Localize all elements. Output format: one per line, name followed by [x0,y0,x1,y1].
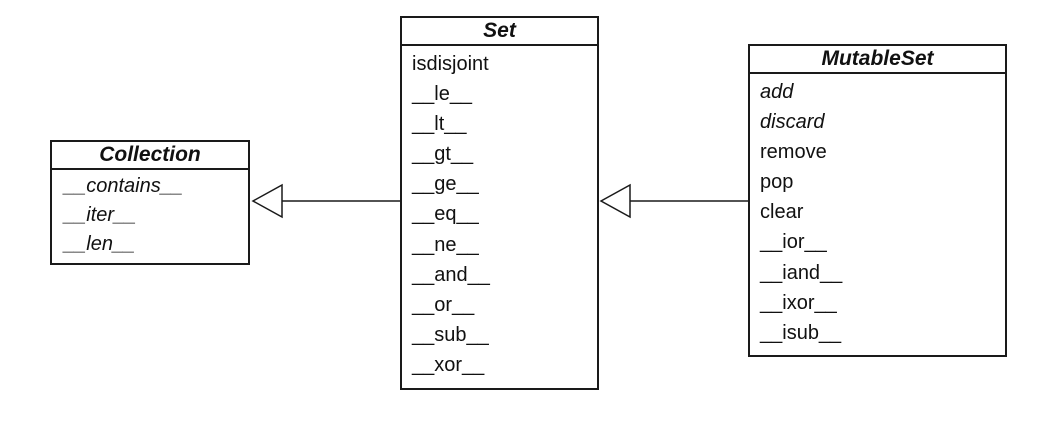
member-list-set: isdisjoint __le__ __lt__ __gt__ __ge__ __eq__… [402,46,597,380]
set-member: __gt__ [412,143,474,166]
set-member: __lt__ [412,113,467,136]
mutableset-member: remove [760,141,827,164]
set-member: __or__ [412,293,475,316]
class-name-collection: Collection [52,142,248,170]
collection-member: __contains__ [64,175,183,197]
set-member: __eq__ [412,203,479,226]
inheritance-set-to-collection [251,183,400,219]
mutableset-member: __ior__ [760,231,827,254]
mutableset-member: add [760,81,794,103]
set-member: __ne__ [412,233,479,256]
set-member: __and__ [412,263,490,286]
mutableset-member: __ixor__ [760,291,837,314]
class-name-mutableset: MutableSet [750,46,1005,74]
mutableset-member: clear [760,201,804,224]
collection-member: __iter__ [64,204,137,226]
member-list-mutableset: add discard remove pop clear __ior__ __iand__ _… [750,74,1005,348]
mutableset-member: pop [760,171,794,194]
inheritance-mutableset-to-set [599,183,748,219]
mutableset-member: discard [760,111,825,134]
class-name-set: Set [402,18,597,46]
set-member: __ge__ [412,173,479,196]
inheritance-arrowhead-collection [251,183,283,219]
mutableset-member: __isub__ [760,321,842,344]
set-member: __xor__ [412,353,485,376]
set-member: __sub__ [412,323,489,346]
class-box-collection: Collection __contains__ __iter__ __len__ [50,140,250,265]
set-member: isdisjoint [412,53,489,75]
collection-member: __len__ [64,233,136,255]
set-member: __le__ [412,83,473,106]
class-box-mutableset: MutableSet add discard remove pop clear __ior… [748,44,1007,357]
inheritance-arrowhead-set [599,183,631,219]
class-box-set: Set isdisjoint __le__ __lt__ __gt__ __ge__ __… [400,16,599,390]
mutableset-member: __iand__ [760,261,843,284]
member-list-collection: __contains__ __iter__ __len__ [52,170,248,259]
